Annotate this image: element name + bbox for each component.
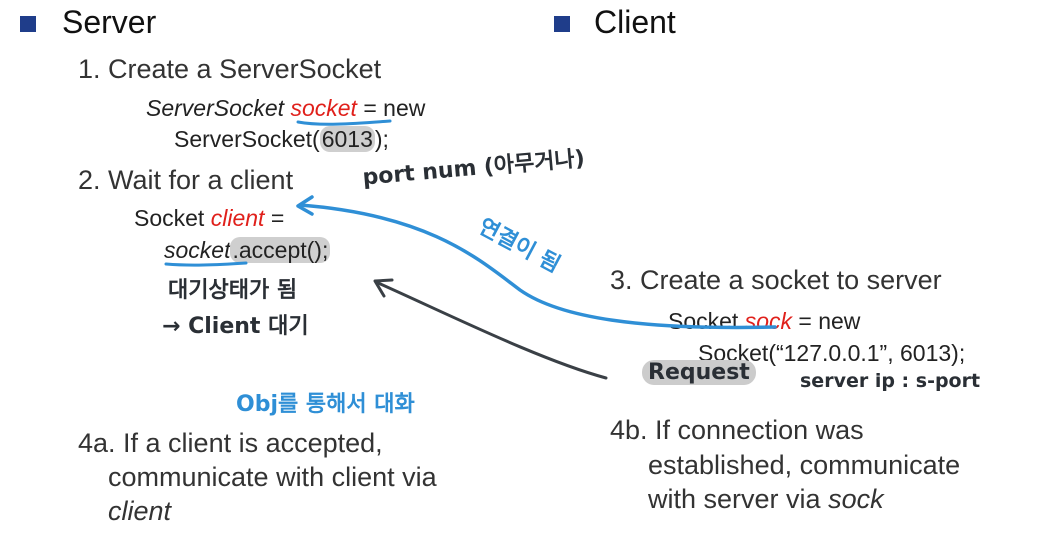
client-step-3: 3. Create a socket to server [610,265,942,295]
server-code-line-3: Socket client = [134,205,284,232]
server-code-line-2: ServerSocket(6013); [174,126,389,153]
request-arrowhead [373,278,394,298]
server-step-4a-line-1: 4a. If a client is accepted, [78,428,383,458]
server-ip-note: server ip : s-port [800,370,981,392]
wait-state-note: 대기상태가 됨 [168,278,298,303]
code3-type: Socket [668,308,739,334]
client-heading: Client [594,4,676,40]
server-step-4a-line-2: communicate with client via [108,462,437,492]
server-bullet [20,16,36,32]
server-code-line-4: socket.accept(); [164,237,331,264]
code1-var: socket [290,95,357,121]
server-code-line-1: ServerSocket socket = new [146,95,425,122]
server-step-4a-line-3: client [108,496,172,526]
server-step-2: 2. Wait for a client [78,165,294,195]
accept-underline [164,261,248,267]
code1-rest: = new [363,95,426,121]
code2-obj: socket [164,237,231,263]
code3-rest: = new [798,308,861,334]
connection-arrowhead [296,195,314,216]
request-note: Request [642,360,756,385]
client-step-4b-line-1: 4b. If connection was [610,415,864,445]
request-arrow [374,280,608,380]
code1-type: ServerSocket [146,95,285,121]
server-step-1: 1. Create a ServerSocket [78,54,382,84]
obj-talk-note: Obj를 통해서 대화 [236,392,415,417]
client-wait-note: → Client 대기 [162,314,309,339]
step4b-sock: sock [828,484,884,514]
port-number-highlight: 6013 [319,126,375,152]
code3-var: sock [744,308,793,334]
client-code-line-1: Socket sock = new [668,308,860,335]
accept-call-highlight: .accept(); [230,237,331,263]
client-step-4b-line-2: established, communicate [648,450,961,480]
code2-eq: = [270,205,285,231]
code2-type: Socket [134,205,205,231]
step4b-text: with server via [648,484,821,514]
server-heading: Server [62,4,157,40]
code1-end: ); [374,126,389,152]
socket-underline [296,119,392,126]
connection-curve [298,203,777,330]
client-bullet [554,16,570,32]
client-step-4b-line-3: with server via sock [648,484,884,515]
code2-var: client [210,205,265,231]
code1-line2: ServerSocket( [174,126,320,152]
